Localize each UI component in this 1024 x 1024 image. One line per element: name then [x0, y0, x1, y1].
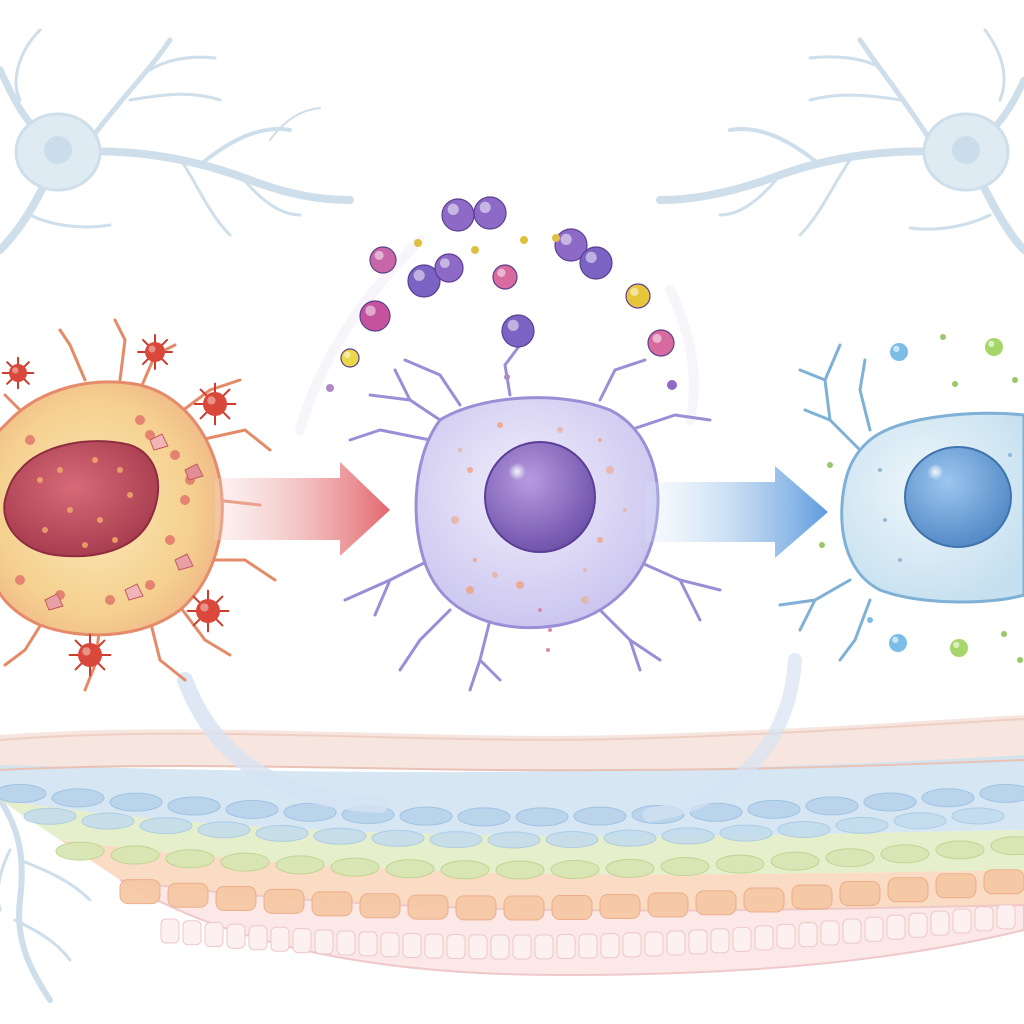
cycle-arcs	[177, 235, 802, 822]
transitional-cell	[343, 343, 722, 692]
transition-arrow-2	[645, 466, 828, 558]
tissue-cell-pattern	[0, 783, 1024, 960]
inflamed-granules	[15, 415, 204, 611]
neuron-top-left	[0, 28, 354, 254]
transitional-cell-processes	[343, 343, 722, 692]
resting-particles	[819, 334, 1023, 663]
inflamed-cell	[0, 318, 277, 692]
transition-arrow-1	[215, 462, 390, 556]
cytokine-particles	[1, 334, 237, 677]
resting-cell	[778, 334, 1024, 663]
tissue-top-layer	[0, 715, 1024, 771]
transitional-granules	[451, 422, 627, 652]
signaling-molecules	[326, 196, 677, 392]
neuron-bottom-left	[0, 797, 92, 1003]
neuron-top-right	[656, 28, 1024, 254]
resting-cell-processes	[778, 343, 872, 662]
resting-cell-nucleus	[904, 446, 1012, 548]
transitional-cell-nucleus	[484, 441, 596, 553]
tissue-layers	[0, 715, 1024, 977]
